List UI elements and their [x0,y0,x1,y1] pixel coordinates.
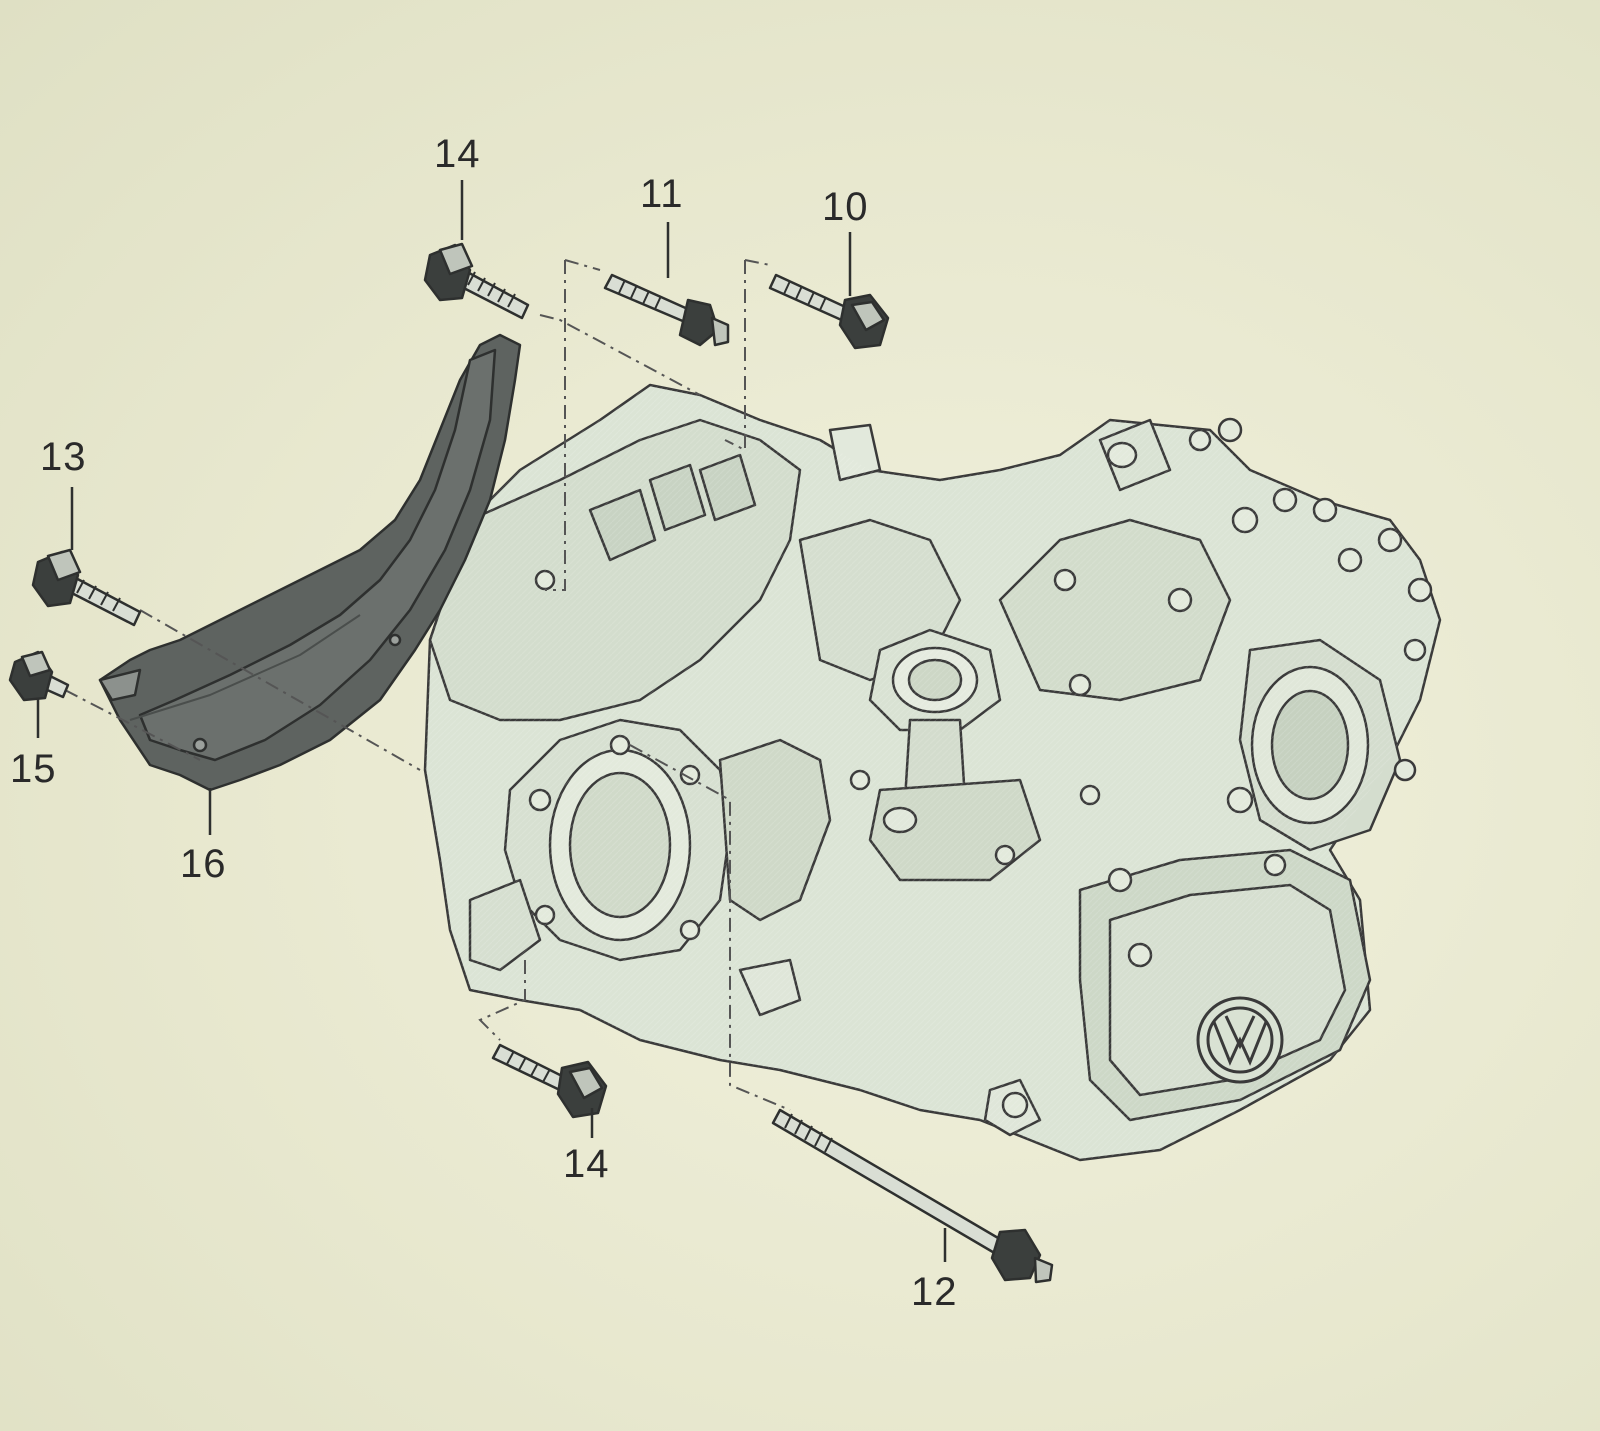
assembly-lines [64,259,791,1111]
vw-logo [1196,996,1284,1084]
leader-lines [36,180,947,1262]
callout-15: 15 [10,747,57,791]
bolt-15 [8,650,70,702]
bolt-10 [768,273,890,350]
gearbox-housing [423,383,1442,1162]
callout-14-top: 14 [434,132,481,176]
callout-12: 12 [911,1270,958,1314]
stud-12 [771,1108,1054,1284]
bolt-14-bottom [491,1043,608,1119]
callout-16: 16 [180,842,227,886]
callout-10: 10 [822,185,869,229]
bolt-11 [603,273,730,347]
callout-13: 13 [40,435,87,479]
bolt-14-top [423,242,530,320]
callout-14-bottom: 14 [563,1142,610,1186]
bolt-13 [31,548,142,627]
callout-11: 11 [640,172,684,216]
heat-shield-plate [98,333,522,792]
